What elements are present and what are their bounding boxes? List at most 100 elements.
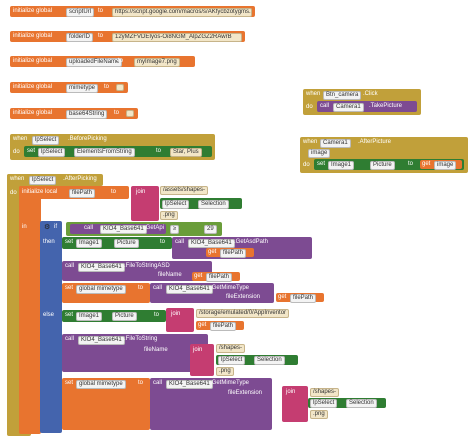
in-label: in bbox=[22, 224, 27, 230]
get-filepath[interactable]: get filePath bbox=[192, 272, 240, 282]
component-dropdown[interactable]: lpSelect bbox=[162, 200, 190, 209]
get-label: get bbox=[278, 294, 287, 300]
keyword-label: initialize global bbox=[13, 110, 53, 116]
property-dropdown[interactable]: Picture bbox=[112, 312, 137, 321]
btn-camera-click-event[interactable]: when Btn_camera .Click do call Camera1 .… bbox=[303, 89, 421, 115]
get-filepath[interactable]: get filePath bbox=[206, 248, 254, 258]
property-dropdown[interactable]: Selection bbox=[198, 200, 229, 209]
component-dropdown[interactable]: KIO4_Base641 bbox=[166, 285, 213, 294]
get-filepath[interactable]: get filePath bbox=[276, 293, 324, 303]
join-shapes-name[interactable]: join bbox=[190, 344, 214, 376]
component-dropdown[interactable]: KIO4_Base641 bbox=[166, 380, 213, 389]
global-init-scriptUrl[interactable]: initialize global scriptUrl to https://s… bbox=[10, 6, 255, 17]
property-dropdown[interactable]: Picture bbox=[370, 161, 395, 170]
variable-dropdown[interactable]: global mimetype bbox=[76, 380, 126, 389]
global-init-mimetype[interactable]: initialize global mimetype to bbox=[10, 82, 128, 93]
string-shapes-prefix[interactable]: /shapes- bbox=[216, 344, 246, 353]
global-name[interactable]: scriptUrl bbox=[66, 8, 94, 17]
take-picture-call[interactable]: call Camera1 .TakePicture bbox=[317, 101, 417, 112]
variable-dropdown[interactable]: filePath bbox=[220, 249, 247, 258]
compare-condition[interactable]: call KIO4_Base641 .GetApi ≥ 29 bbox=[66, 222, 222, 236]
lpselect-before-picking-event[interactable]: when lpSelect .BeforePicking do set lpSe… bbox=[10, 134, 215, 160]
variable-dropdown[interactable]: filePath bbox=[210, 322, 237, 331]
set-label: set bbox=[65, 239, 74, 245]
lpselect-selection-getter[interactable]: lpSelect Selection bbox=[160, 198, 242, 209]
component-dropdown[interactable]: KIO4_Base641 bbox=[78, 336, 125, 345]
component-dropdown[interactable]: lpSelect bbox=[218, 356, 246, 365]
when-label: when bbox=[306, 91, 321, 97]
variable-dropdown[interactable]: image bbox=[434, 161, 457, 170]
to-label: to bbox=[160, 239, 166, 245]
file-to-string-call[interactable]: call KIO4_Base641 .FileToString fileName bbox=[62, 334, 208, 372]
variable-dropdown[interactable]: filePath bbox=[206, 273, 233, 282]
string-value[interactable]: Star, Plus bbox=[170, 148, 202, 157]
lpselect-selection-getter[interactable]: lpSelect Selection bbox=[308, 398, 386, 408]
string-png[interactable]: .png bbox=[216, 367, 234, 376]
component-dropdown[interactable]: lpSelect bbox=[38, 148, 66, 157]
string-storage-prefix[interactable]: /storage/emulated/0/AppInventor bbox=[196, 309, 290, 318]
string-assets-shapes[interactable]: /assets/shapes- bbox=[160, 186, 209, 195]
string-value[interactable]: https://script.google.com/macros/s/AKfyc… bbox=[112, 8, 252, 17]
set-image-picture[interactable]: set Image1 Picture to get image bbox=[314, 159, 464, 170]
property-dropdown[interactable]: Picture bbox=[114, 239, 139, 248]
local-init-filepath[interactable]: initialize local filePath to bbox=[19, 186, 129, 199]
file-to-string-asd-call[interactable]: call KIO4_Base641 .FileToStringASD fileN… bbox=[62, 261, 240, 282]
property-dropdown[interactable]: ElementsFromString bbox=[74, 148, 135, 157]
set-global-mimetype-else[interactable]: set global mimetype to bbox=[62, 378, 150, 430]
join-filepath[interactable]: join bbox=[131, 186, 159, 221]
string-value[interactable] bbox=[116, 84, 124, 91]
join-extension[interactable]: join bbox=[282, 386, 308, 422]
set-global-mimetype-then[interactable]: set global mimetype to bbox=[62, 283, 150, 303]
global-name[interactable]: folderID bbox=[66, 33, 94, 42]
global-name[interactable]: base64String bbox=[66, 110, 108, 119]
component-dropdown[interactable]: Camera1 bbox=[333, 103, 364, 112]
get-filepath[interactable]: get filePath bbox=[196, 321, 244, 331]
number-value[interactable]: 29 bbox=[204, 225, 217, 234]
string-png[interactable]: .png bbox=[310, 410, 328, 419]
property-dropdown[interactable]: Selection bbox=[254, 356, 285, 365]
component-dropdown[interactable]: Image1 bbox=[328, 161, 355, 170]
string-value[interactable]: 12yMZFVDEIyos-Oi8NGM_AlpZGZ2RAwrB bbox=[112, 33, 242, 42]
lpselect-selection-getter[interactable]: lpSelect Selection bbox=[216, 355, 298, 365]
global-name[interactable]: uploadedFileName bbox=[66, 58, 123, 67]
component-dropdown[interactable]: KIO4_Base641 bbox=[78, 263, 125, 272]
property-dropdown[interactable]: Selection bbox=[346, 399, 377, 408]
component-dropdown[interactable]: KIO4_Base641 bbox=[188, 239, 235, 248]
component-name[interactable]: lpSelect bbox=[29, 176, 57, 185]
camera-after-picture-event[interactable]: when Camera1 .AfterPicture image do set … bbox=[300, 137, 468, 173]
variable-dropdown[interactable]: global mimetype bbox=[76, 285, 126, 294]
join-storage-path[interactable]: join bbox=[166, 308, 194, 332]
set-image-picture-else[interactable]: set Image1 Picture to bbox=[62, 310, 166, 322]
string-value[interactable] bbox=[126, 110, 134, 117]
component-name[interactable]: Btn_camera bbox=[323, 91, 362, 100]
global-init-uploadedFileName[interactable]: initialize global uploadedFileName to my… bbox=[10, 56, 195, 67]
global-init-base64String[interactable]: initialize global base64String to bbox=[10, 108, 138, 119]
to-label: to bbox=[118, 58, 124, 64]
gear-icon[interactable]: ⚙ bbox=[44, 224, 51, 231]
component-dropdown[interactable]: lpSelect bbox=[310, 399, 338, 408]
local-name[interactable]: filePath bbox=[69, 189, 96, 198]
component-dropdown[interactable]: Image1 bbox=[76, 312, 103, 321]
string-shapes-prefix[interactable]: /shapes- bbox=[310, 388, 340, 397]
get-asd-path-call[interactable]: call KIO4_Base641 .GetAsdPath get filePa… bbox=[172, 237, 312, 259]
call-label: call bbox=[320, 103, 330, 109]
string-png[interactable]: .png bbox=[160, 211, 178, 220]
event-param[interactable]: image bbox=[308, 149, 331, 158]
global-name[interactable]: mimetype bbox=[66, 84, 99, 93]
after-picking-header[interactable]: when lpSelect .AfterPicking bbox=[7, 174, 103, 186]
get-mime-type-call[interactable]: call KIO4_Base641 .GetMimeType fileExten… bbox=[150, 378, 272, 430]
component-name[interactable]: lpSelect bbox=[32, 136, 60, 145]
if-else-block[interactable]: if then else bbox=[40, 221, 62, 433]
global-init-folderID[interactable]: initialize global folderID to 12yMZFVDEI… bbox=[10, 31, 245, 42]
get-api-call[interactable]: call KIO4_Base641 .GetApi bbox=[70, 224, 166, 234]
get-variable[interactable]: get image bbox=[420, 160, 462, 170]
variable-dropdown[interactable]: filePath bbox=[290, 294, 317, 303]
string-value[interactable]: myImage7.png bbox=[134, 58, 180, 67]
operator-dropdown[interactable]: ≥ bbox=[170, 225, 180, 234]
component-name[interactable]: Camera1 bbox=[320, 139, 351, 148]
set-elements-from-string[interactable]: set lpSelect ElementsFromString to Star,… bbox=[24, 146, 212, 157]
set-image-picture-then[interactable]: set Image1 Picture to bbox=[62, 237, 172, 249]
component-dropdown[interactable]: Image1 bbox=[76, 239, 103, 248]
get-mime-type-call[interactable]: call KIO4_Base641 .GetMimeType fileExten… bbox=[150, 283, 274, 303]
component-dropdown[interactable]: KIO4_Base641 bbox=[100, 225, 147, 234]
